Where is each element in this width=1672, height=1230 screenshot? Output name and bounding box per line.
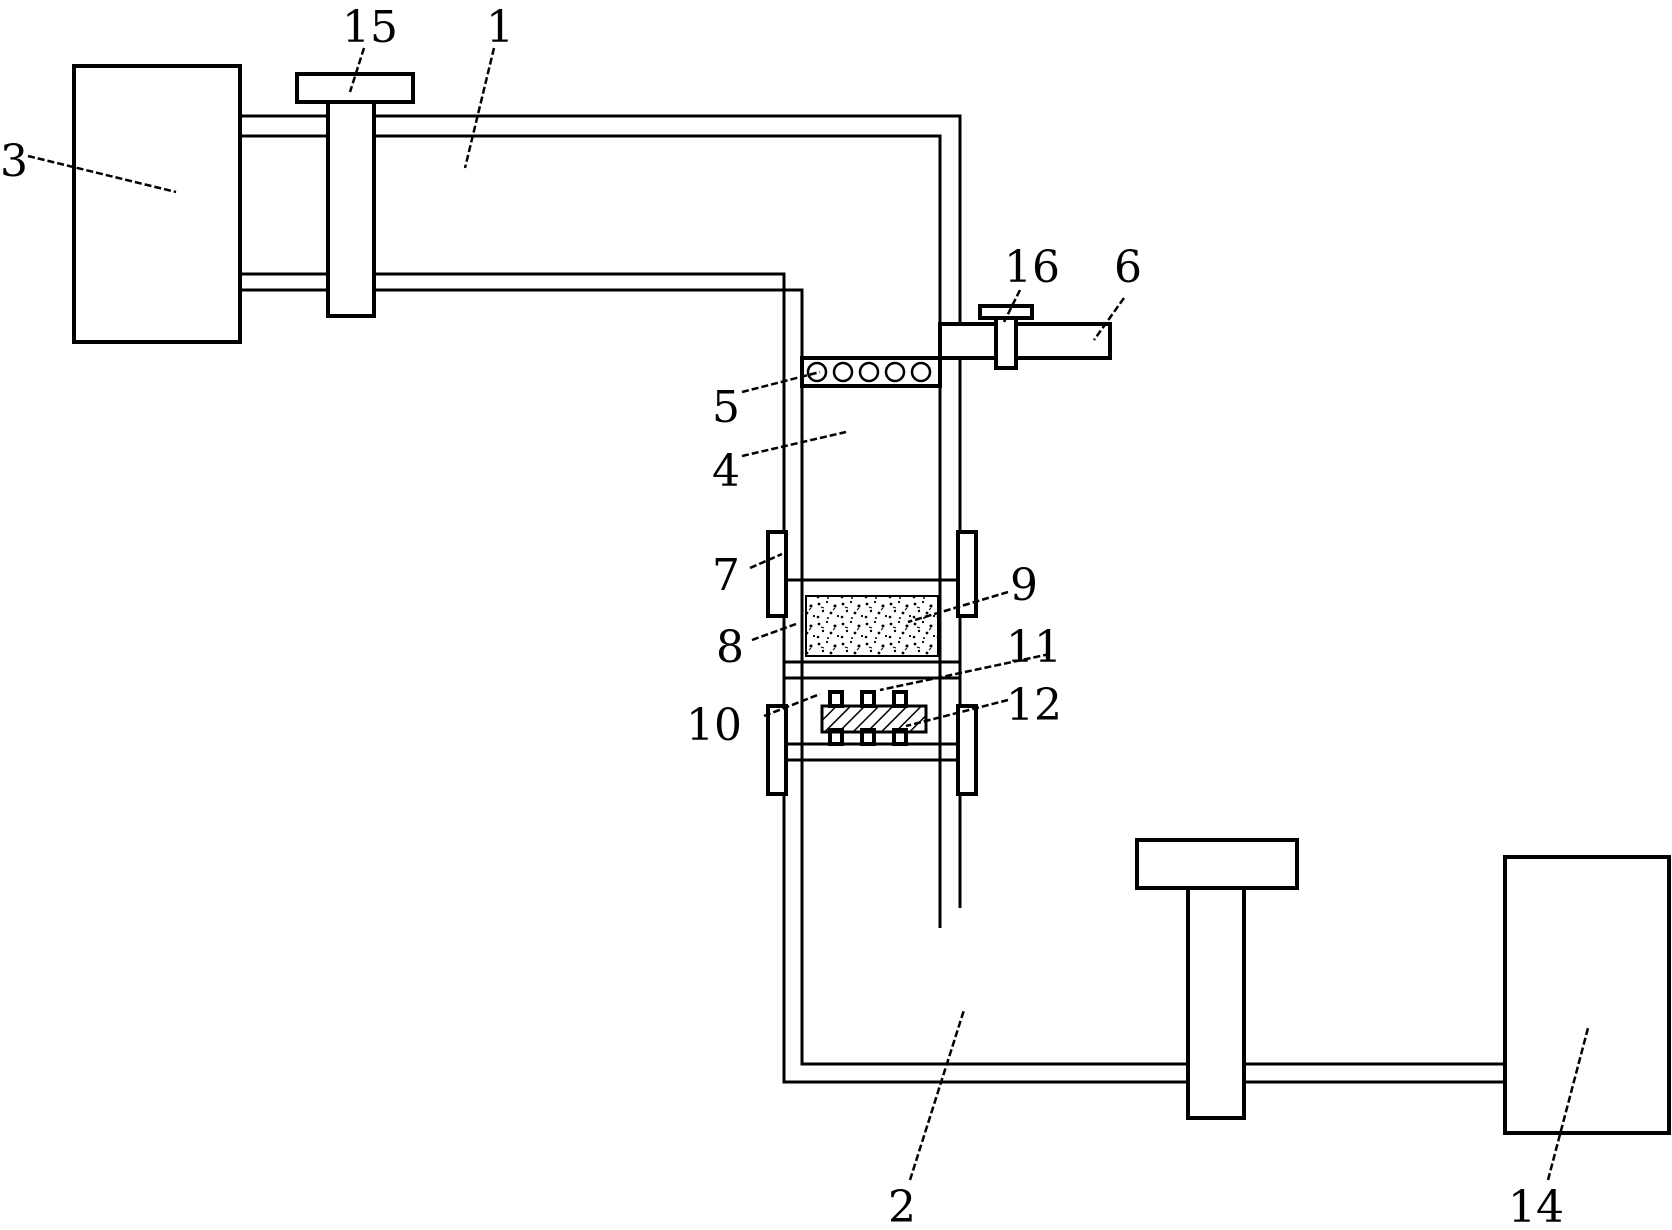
label-5: 5 <box>712 382 740 433</box>
label-2: 2 <box>888 1182 916 1230</box>
hatched-block <box>820 690 928 746</box>
valve-upper <box>295 72 415 318</box>
label-16: 16 <box>1004 242 1060 293</box>
cartridge-section <box>766 530 978 796</box>
leader-lines <box>27 47 1590 1181</box>
label-9: 9 <box>1010 560 1038 611</box>
filter-media <box>805 595 939 657</box>
left-tank <box>72 64 242 344</box>
label-8: 8 <box>716 622 744 673</box>
label-11: 11 <box>1006 622 1062 673</box>
label-12: 12 <box>1006 680 1062 731</box>
right-tank <box>1503 855 1671 1135</box>
bead-filter <box>800 356 942 388</box>
labels: 1 15 3 16 6 5 4 7 8 9 11 10 12 2 14 <box>0 2 1564 1230</box>
label-6: 6 <box>1114 242 1142 293</box>
valve-lower <box>1135 838 1299 1120</box>
label-14: 14 <box>1508 1182 1564 1230</box>
label-7: 7 <box>712 550 740 601</box>
label-3: 3 <box>0 136 28 187</box>
label-15: 15 <box>342 2 398 53</box>
label-1: 1 <box>486 2 514 53</box>
side-outlet-pipe <box>938 304 1112 370</box>
label-10: 10 <box>686 700 742 751</box>
label-4: 4 <box>712 446 740 497</box>
